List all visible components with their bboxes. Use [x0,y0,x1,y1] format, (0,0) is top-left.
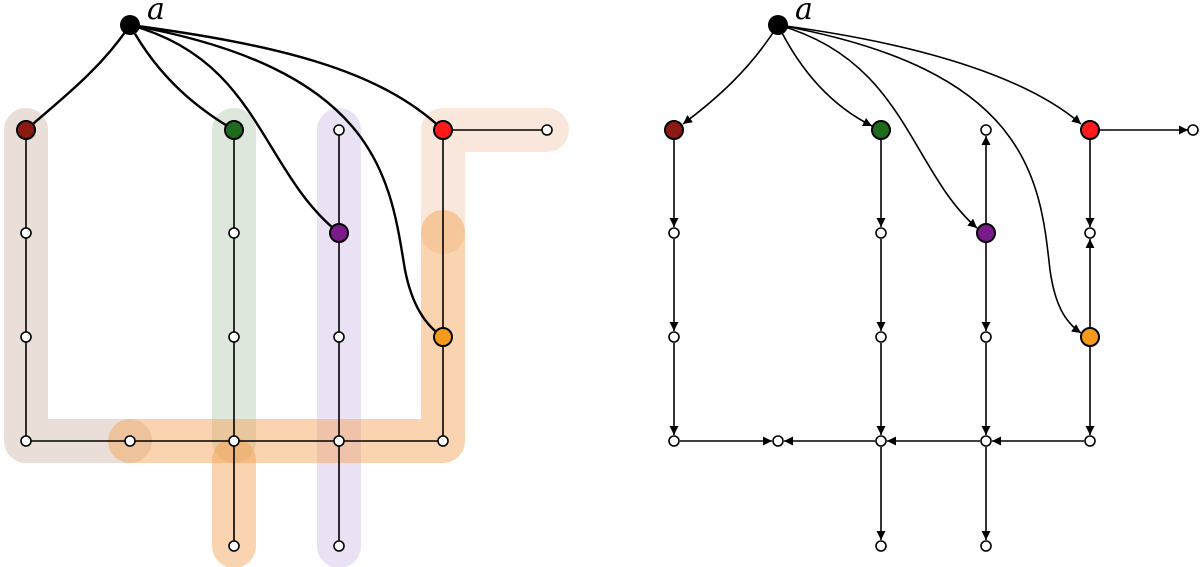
node-hollow [980,124,992,136]
node-hollow [541,124,553,136]
root-edges [25,23,444,338]
node-purple [329,223,349,243]
left-panel: a [4,0,569,567]
node-hollow [1187,124,1199,136]
node-hollow [437,435,449,447]
root-arrow-orange [777,24,1082,334]
node-dark-green [871,120,891,140]
node-red [1080,120,1100,140]
node-purple [976,223,996,243]
node-hollow [333,435,345,447]
node-hollow [1084,227,1096,239]
node-hollow [228,435,240,447]
left-nodes: a [16,0,553,552]
right-panel: a [664,0,1199,552]
node-hollow [228,540,240,552]
node-hollow [875,435,887,447]
root-edge-dark-green [128,24,235,132]
node-dark-green [224,120,244,140]
right-nodes: a [664,0,1199,552]
node-hollow [333,331,345,343]
root-arrow-dark-red [682,24,779,125]
grid-edges [25,129,547,546]
root-arrow-red [777,24,1082,125]
directed-edges [669,125,1188,540]
node-hollow [1084,435,1096,447]
node-hollow [333,124,345,136]
node-hollow [228,227,240,239]
node-red [433,120,453,140]
root-edge-red [129,23,444,131]
node-hollow [333,540,345,552]
root-arrow-dark-green [777,24,873,127]
node-hollow [875,540,887,552]
node-dark-red [664,120,684,140]
node-orange [1080,327,1100,347]
node-hollow [20,435,32,447]
node-hollow [980,331,992,343]
root-node [768,15,788,35]
node-hollow [20,331,32,343]
root-node [120,15,140,35]
node-hollow [980,540,992,552]
node-hollow [668,331,680,343]
node-hollow [668,435,680,447]
node-hollow [668,227,680,239]
dark-red-band [4,108,152,463]
root-edge-purple [129,23,340,234]
node-hollow [228,331,240,343]
node-hollow [772,435,784,447]
node-hollow [980,435,992,447]
root-label: a [147,0,165,27]
root-arrow-purple [777,24,978,229]
root-edge-orange [129,23,444,338]
node-hollow [875,227,887,239]
root-arrows [682,24,1082,334]
node-dark-red [16,120,36,140]
root-edge-dark-red [25,24,131,131]
node-orange [433,327,453,347]
node-hollow [875,331,887,343]
root-label: a [795,0,813,27]
node-hollow [20,227,32,239]
orange-band [108,210,465,463]
bands [4,108,569,567]
node-hollow [124,435,136,447]
